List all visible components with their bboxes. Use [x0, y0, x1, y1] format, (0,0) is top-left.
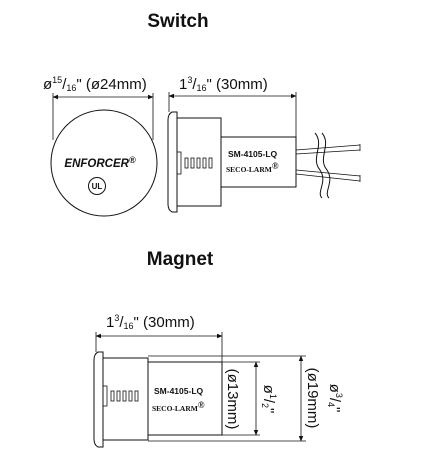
switch-side-view: 13/16" (30mm) SM-4105-LQ SECO-LARM®: [167, 75, 361, 213]
magnet-inner-metric-label: (ø13mm): [224, 369, 241, 430]
magnet-outer-metric-label: (ø19mm): [304, 368, 321, 429]
switch-maker-label: SECO-LARM®: [226, 161, 279, 174]
magnet-title: Magnet: [147, 249, 214, 270]
magnet-grip-ridges: [102, 385, 139, 407]
switch-face-circle: [50, 109, 158, 217]
switch-front-view: ø15/16" (ø24mm) ENFORCER® UL: [43, 75, 158, 217]
switch-diameter-label: ø15/16" (ø24mm): [43, 75, 147, 93]
switch-model-label: SM-4105-LQ: [228, 149, 278, 159]
switch-lead-wires: [295, 132, 361, 199]
svg-text:UL: UL: [92, 182, 103, 191]
magnet-inner-diameter-label: ø1/2": [260, 385, 278, 414]
switch-body: [220, 136, 297, 188]
switch-flange: [167, 111, 178, 213]
switch-nose: [176, 117, 222, 207]
magnet-maker-label: SECO-LARM®: [152, 400, 205, 413]
magnet-flange: [93, 351, 104, 448]
magnet-model-label: SM-4105-LQ: [154, 386, 204, 396]
ul-certification-icon: UL: [88, 177, 106, 195]
switch-title: Switch: [147, 11, 208, 32]
magnet-length-label: 13/16" (30mm): [106, 313, 195, 331]
switch-grip-ridges: [176, 151, 213, 175]
switch-length-label: 13/16" (30mm): [179, 75, 268, 93]
enforcer-logo: ENFORCER®: [64, 155, 136, 170]
magnet-nose: [102, 357, 149, 441]
magnet-side-view: 13/16" (30mm) SM-4105-LQ SECO-LARM® (ø13…: [93, 313, 344, 448]
magnet-body: [147, 361, 223, 436]
magnet-outer-diameter-label: ø3/4": [326, 384, 344, 413]
